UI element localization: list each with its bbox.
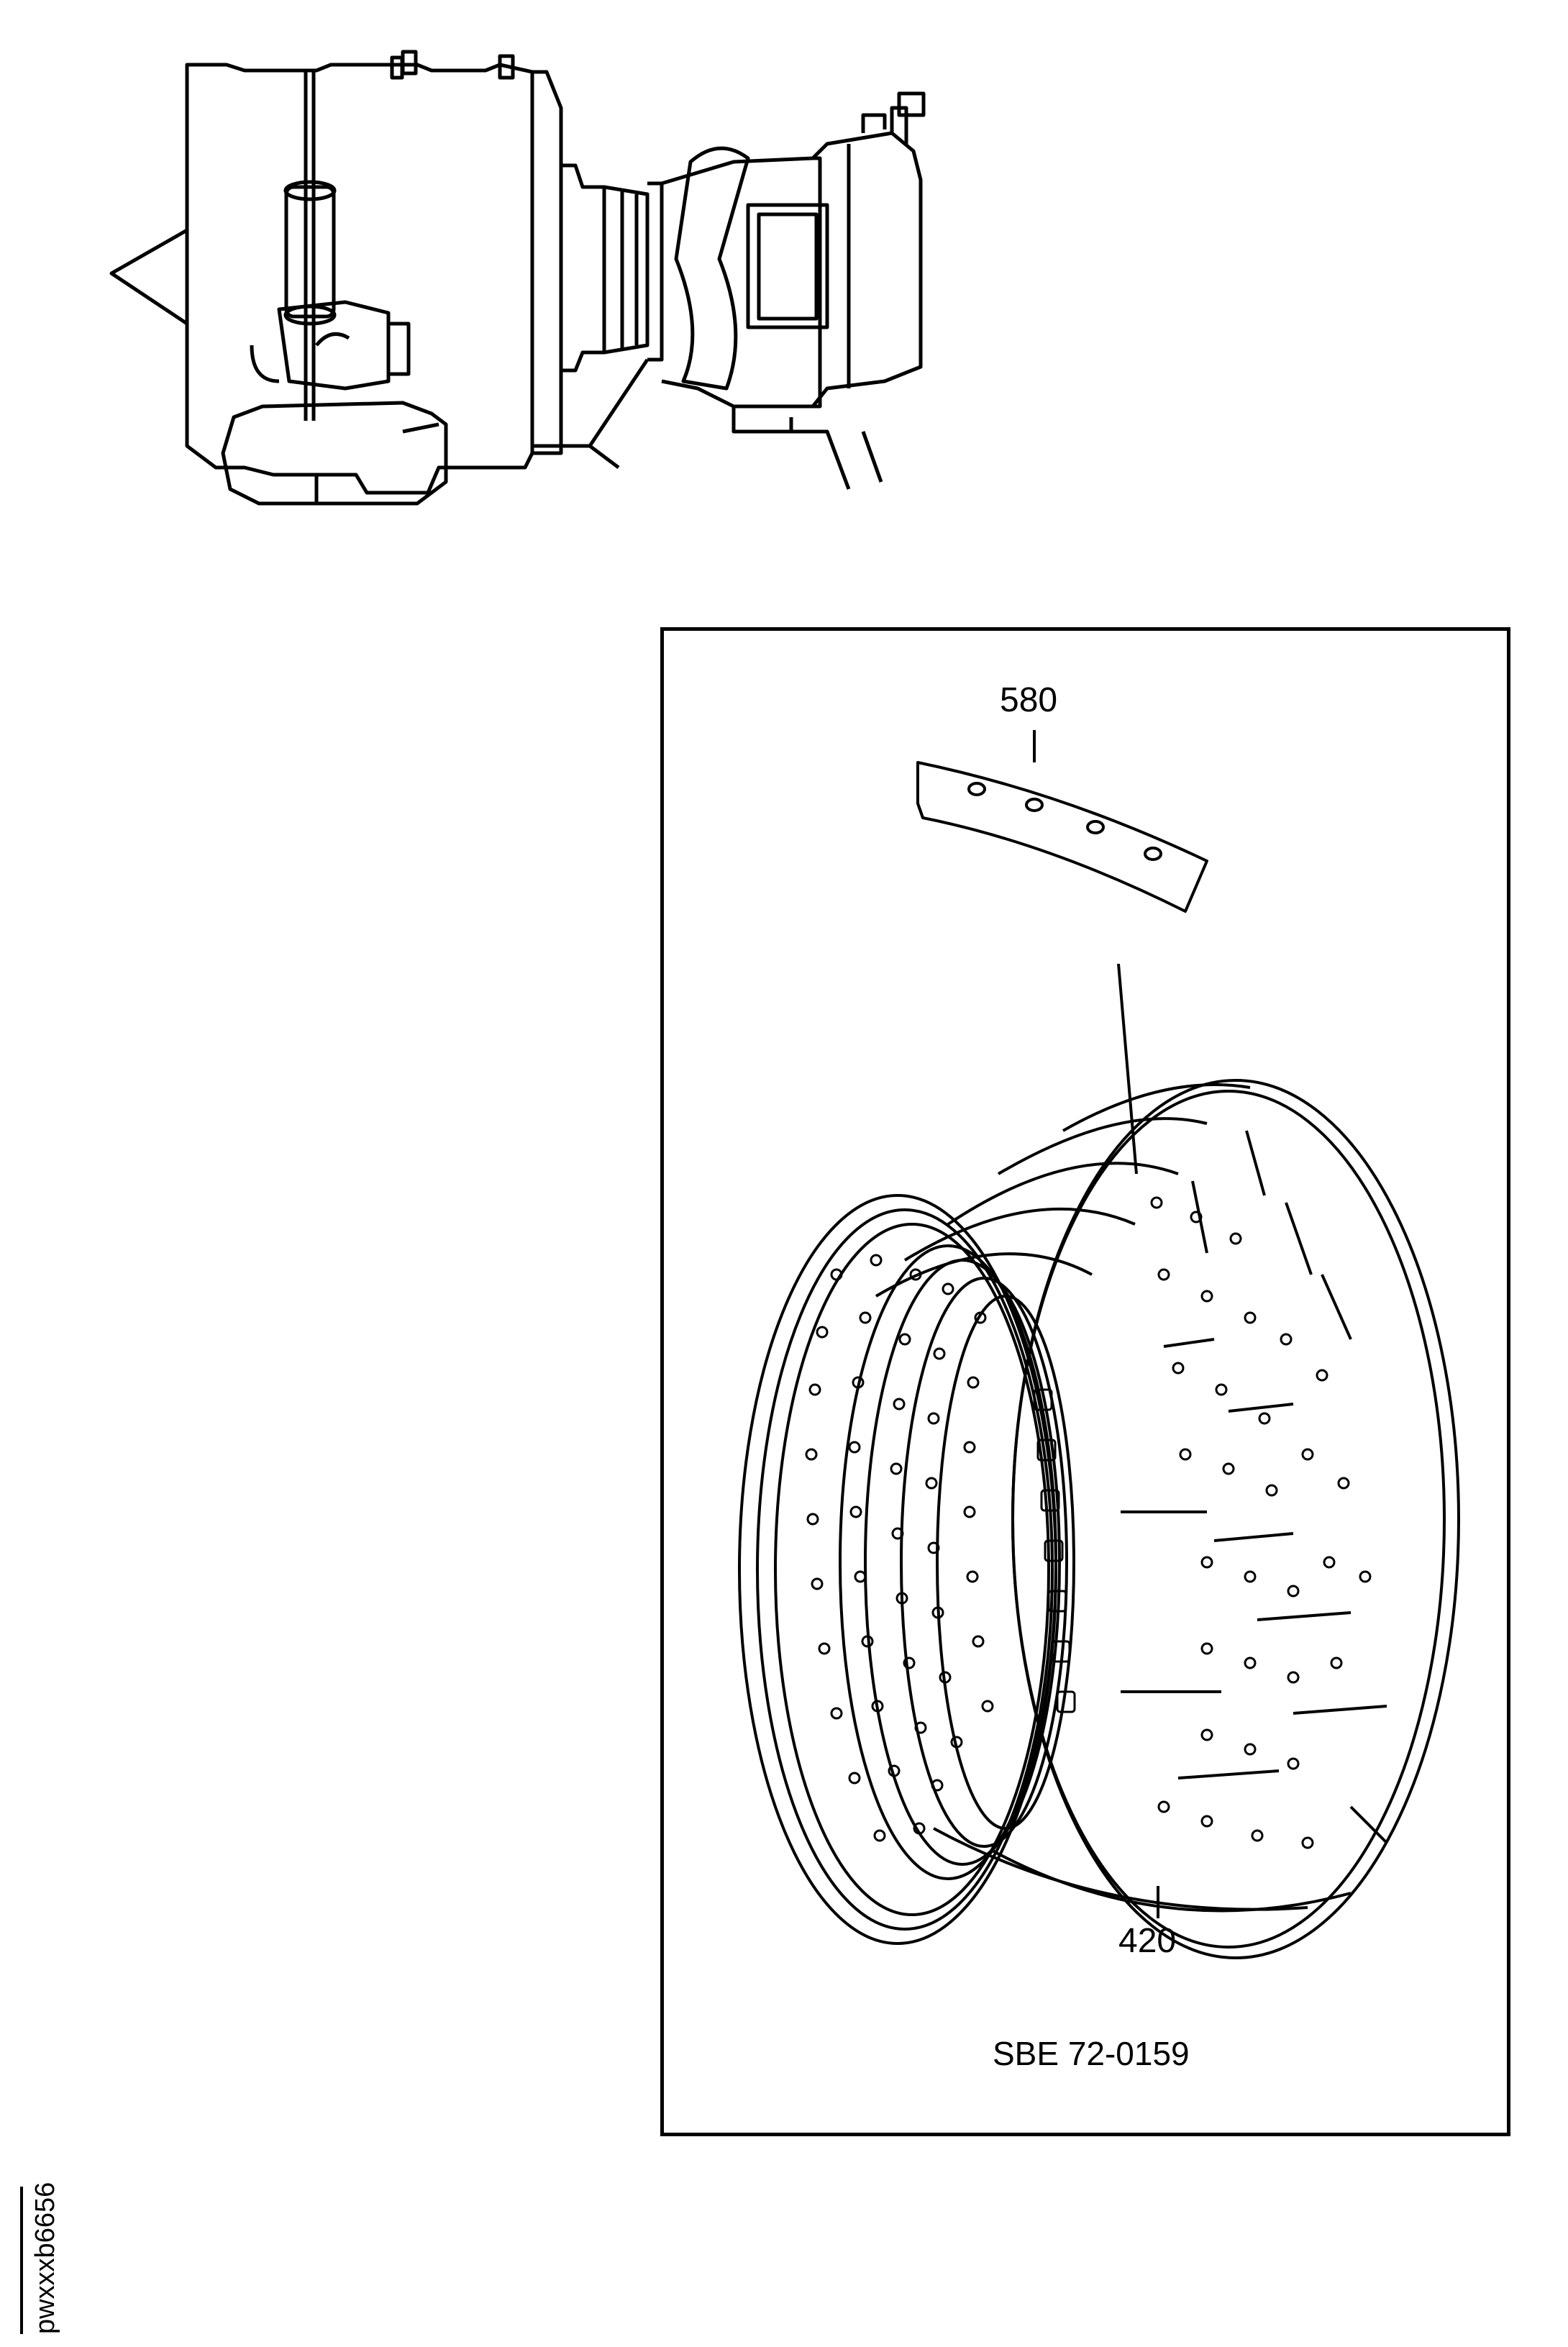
detail-view-frame	[660, 627, 1510, 2136]
callout-420-label: 420	[1118, 1922, 1177, 1960]
figure-id-bracket	[20, 2187, 23, 2334]
combustion-liner-illustration	[738, 730, 1460, 1959]
segment-580-panel	[916, 761, 1208, 913]
engine-locator-illustration	[109, 50, 926, 506]
service-bulletin-reference: SBE 72-0159	[993, 2035, 1190, 2072]
figure-identifier: pwxxxb6656	[30, 2182, 60, 2334]
liner-420-body	[738, 1079, 1460, 1959]
callout-580-label: 580	[1000, 681, 1058, 719]
